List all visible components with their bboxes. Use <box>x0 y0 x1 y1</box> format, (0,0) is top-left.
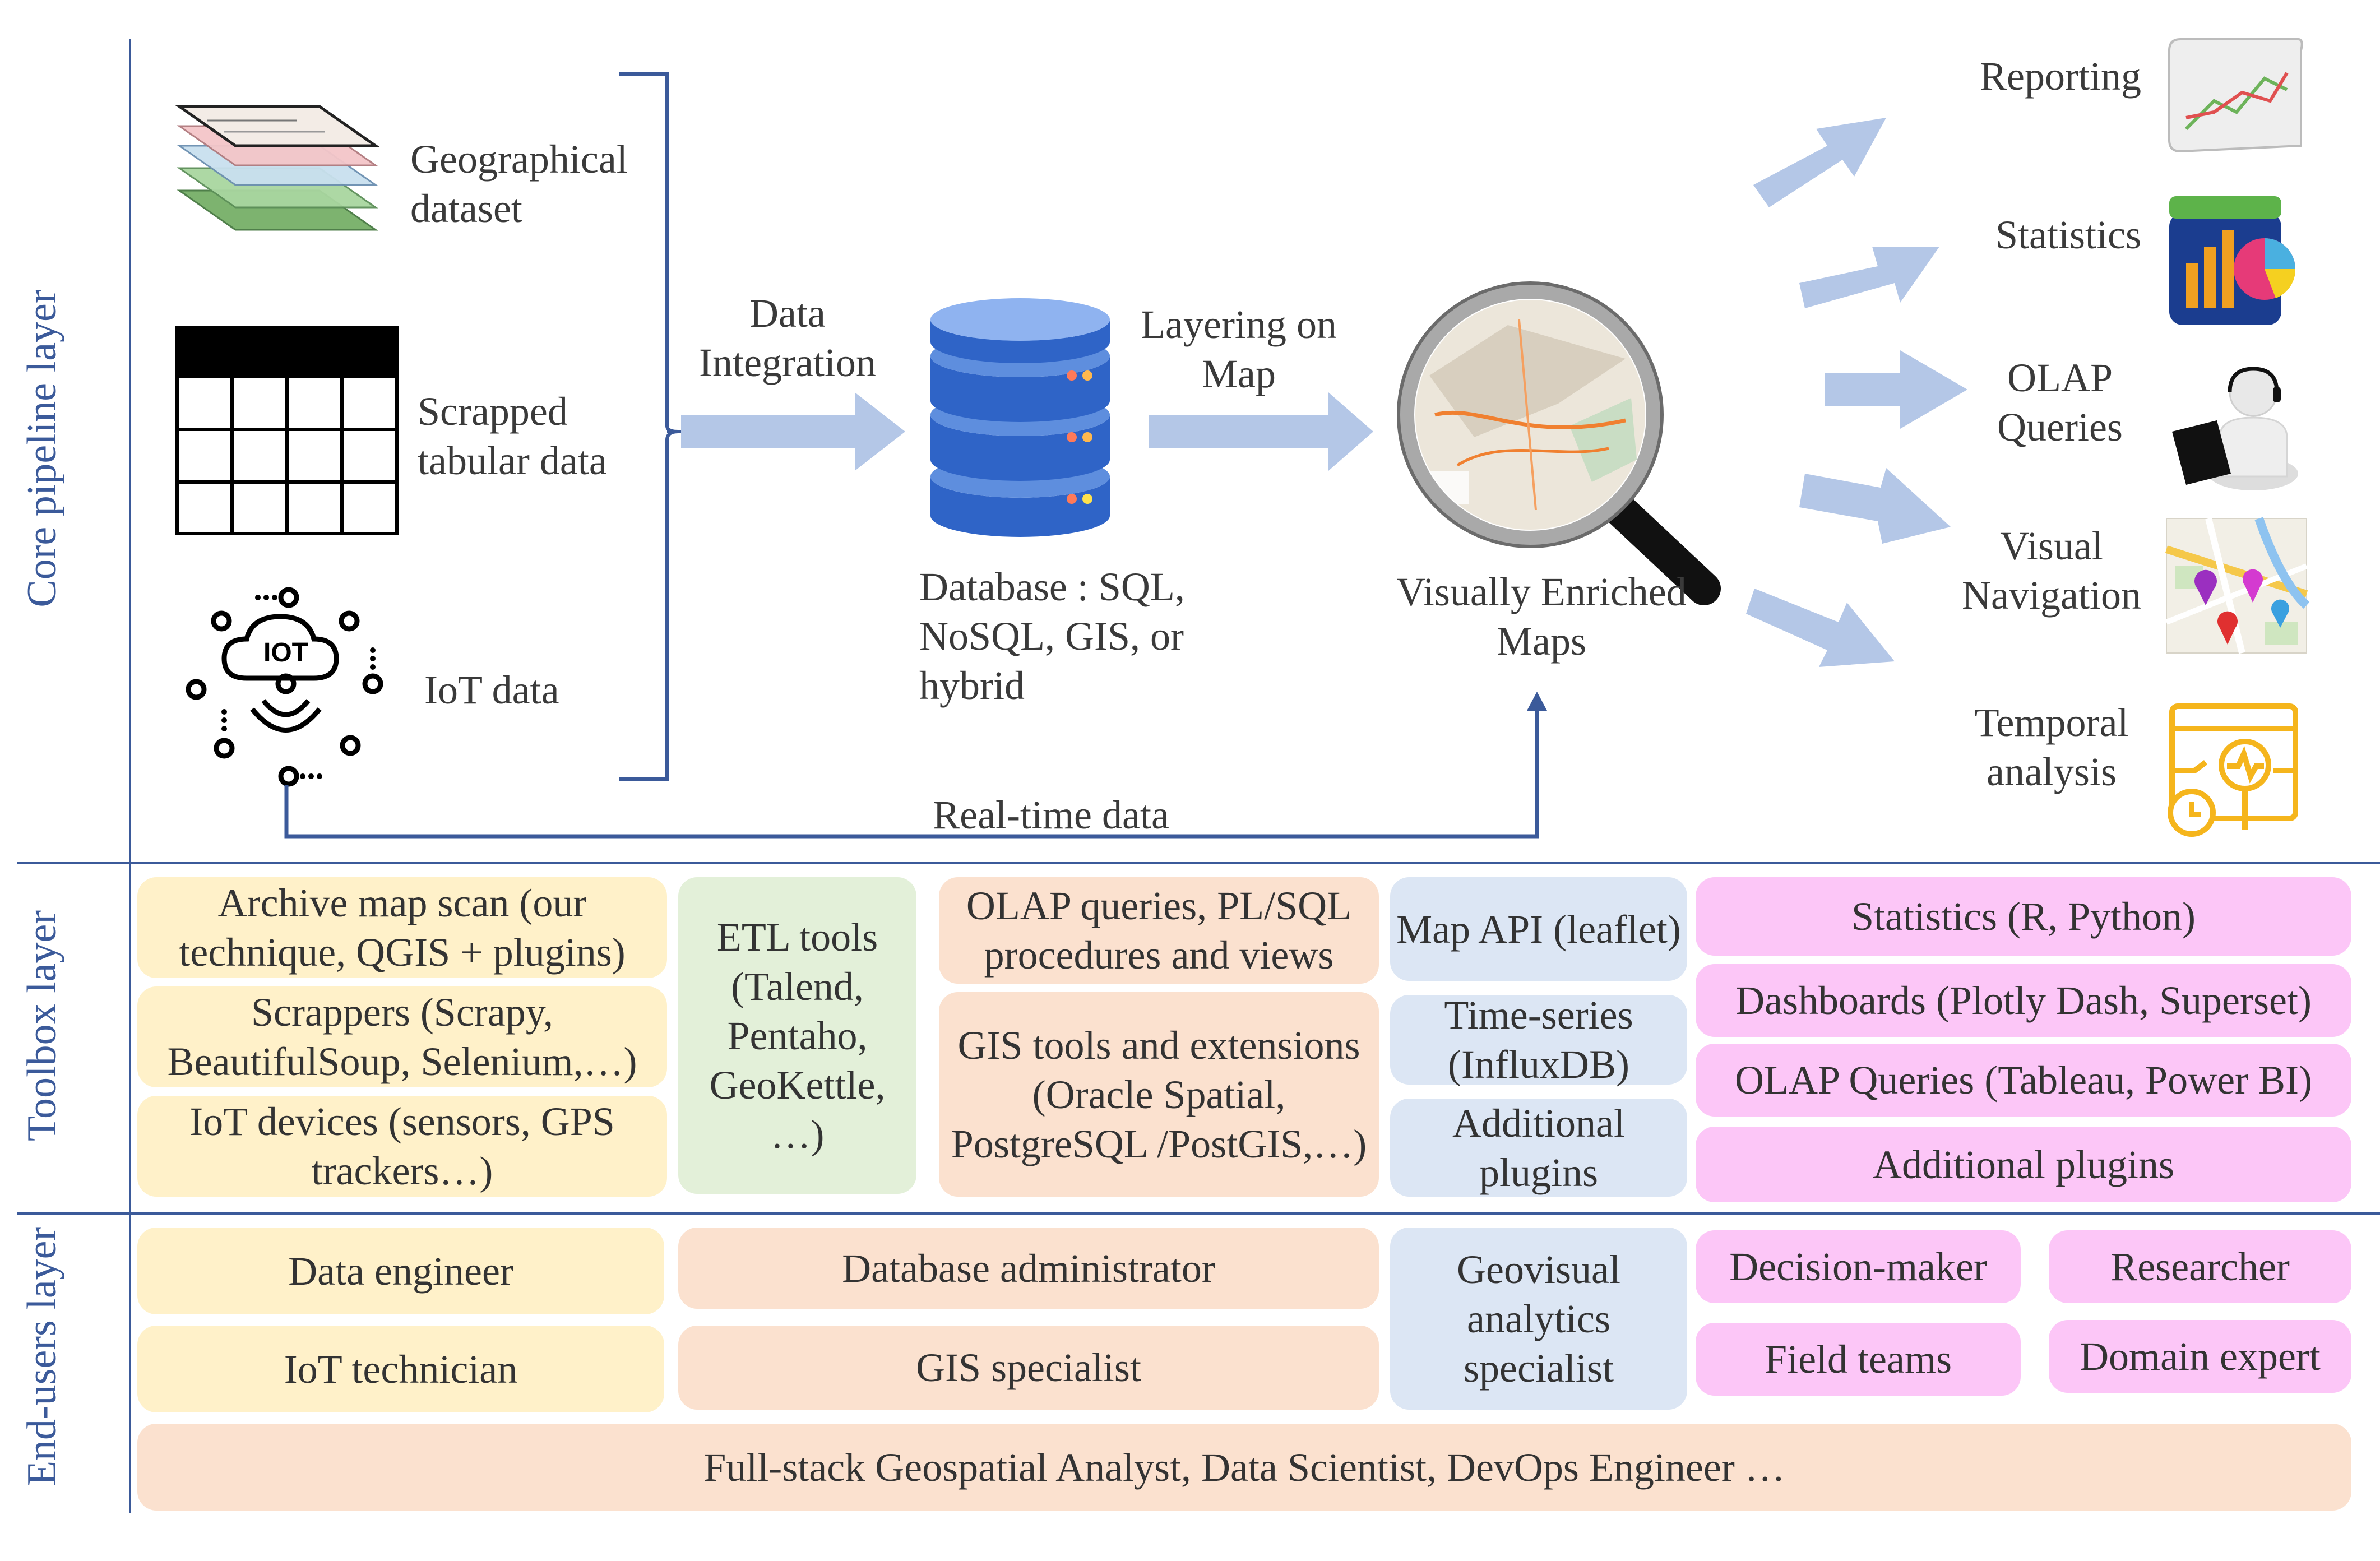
olap-user-icon <box>2164 353 2304 493</box>
user-researcher: Researcher <box>2049 1230 2351 1303</box>
toolbox-layer-label: Toolbox layer <box>19 910 65 1141</box>
user-iot-technician: IoT technician <box>137 1326 664 1412</box>
tool-gis-extensions: GIS tools and extensions (Oracle Spatial… <box>939 992 1379 1197</box>
arrow-to-statistics <box>1799 247 1939 308</box>
olap-queries-label: OLAP Queries <box>1997 355 2123 450</box>
tool-timeseries: Time-series (InfluxDB) <box>1390 993 1687 1087</box>
tool-statistics: Statistics (R, Python) <box>1696 877 2351 956</box>
user-domain-expert: Domain expert <box>2049 1320 2351 1393</box>
layering-label: Layering on Map <box>1141 302 1337 396</box>
arrow-to-temporal <box>1746 589 1895 667</box>
navigation-map-icon <box>2165 517 2309 654</box>
endusers-layer-label: End-users layer <box>19 1226 65 1486</box>
tabular-data-label: Scrapped tabular data <box>418 389 607 483</box>
tabular-data-icon <box>175 326 399 535</box>
tool-iot-devices: IoT devices (sensors, GPS trackers…) <box>137 1096 667 1197</box>
core-layer-label: Core pipeline layer <box>19 289 65 608</box>
arrow-to-olap <box>1825 350 1967 429</box>
tool-archive-map-scan: Archive map scan (our technique, QGIS + … <box>137 877 667 978</box>
tool-olap-queries: OLAP Queries (Tableau, Power BI) <box>1696 1044 2351 1117</box>
tool-dashboards: Dashboards (Plotly Dash, Superset) <box>1696 964 2351 1037</box>
temporal-analysis-icon <box>2168 703 2298 837</box>
database-icon <box>930 298 1110 537</box>
temporal-analysis-label: Temporal analysis <box>1974 700 2129 794</box>
statistics-icon <box>2169 196 2296 325</box>
tool-etl: ETL tools (Talend, Pentaho, GeoKettle, …… <box>678 877 916 1194</box>
layering-arrow <box>1149 392 1373 471</box>
database-label: Database : SQL, NoSQL, GIS, or hybrid <box>919 564 1185 708</box>
output-arrows <box>1746 118 1967 667</box>
arrow-to-reporting <box>1753 118 1886 207</box>
geographical-dataset-label: Geographical dataset <box>410 137 628 231</box>
geographical-dataset-icon <box>175 105 380 231</box>
statistics-label: Statistics <box>1995 212 2141 257</box>
iot-badge-text: IOT <box>263 638 308 668</box>
enriched-maps-label: Visually Enriched Maps <box>1396 569 1687 664</box>
reporting-label: Reporting <box>1980 54 2141 99</box>
visual-navigation-label: Visual Navigation <box>1962 524 2141 618</box>
tool-map-api: Map API (leaflet) <box>1390 877 1687 981</box>
user-gis-specialist: GIS specialist <box>678 1326 1379 1410</box>
user-geovisual-specialist: Geovisual analytics specialist <box>1390 1228 1687 1410</box>
arrow-to-navigation <box>1799 468 1951 544</box>
user-data-engineer: Data engineer <box>137 1228 664 1314</box>
tool-additional-plugins-pink: Additional plugins <box>1696 1127 2351 1202</box>
iot-icon: IOT <box>186 587 383 787</box>
user-fullstack-roles: Full-stack Geospatial Analyst, Data Scie… <box>137 1424 2351 1511</box>
data-integration-label: Data Integration <box>699 291 876 385</box>
user-database-administrator: Database administrator <box>678 1228 1379 1309</box>
realtime-label: Real-time data <box>933 793 1169 837</box>
tool-additional-plugins-blue: Additional plugins <box>1390 1099 1687 1197</box>
reporting-icon <box>2168 38 2303 153</box>
realtime-feedback-arrow <box>284 692 1547 839</box>
user-field-teams: Field teams <box>1696 1323 2021 1396</box>
data-integration-arrow <box>681 392 905 471</box>
iot-data-label: IoT data <box>424 668 559 712</box>
tool-scrappers: Scrappers (Scrapy, BeautifulSoup, Seleni… <box>137 986 667 1087</box>
tool-olap-sql: OLAP queries, PL/SQL procedures and view… <box>939 877 1379 984</box>
user-decision-maker: Decision-maker <box>1696 1230 2021 1303</box>
enriched-map-magnifier-icon <box>1397 281 1721 605</box>
